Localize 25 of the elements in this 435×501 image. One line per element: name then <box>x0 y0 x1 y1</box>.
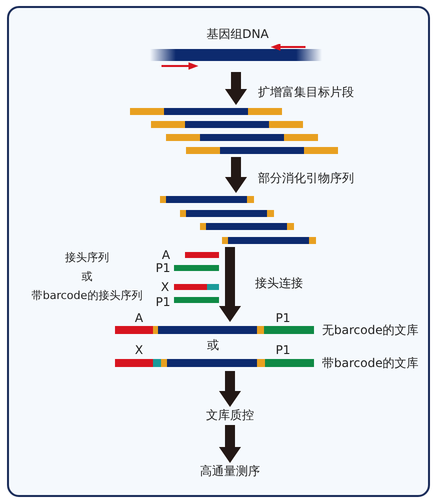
edge-label: 部分消化引物序列 <box>258 170 354 186</box>
adapter-name-label: P1 <box>274 342 292 358</box>
adapter-name-label: P1 <box>154 260 172 276</box>
block-arrow <box>219 247 241 322</box>
adapter-name-label: X <box>160 279 170 295</box>
block-arrow <box>219 371 241 407</box>
edge-label: 扩增富集目标片段 <box>258 84 354 100</box>
adapter-caption: 或 <box>80 269 94 285</box>
block-arrow <box>225 157 247 193</box>
adapter-name-label: X <box>134 342 144 358</box>
adapter-name-label: A <box>134 310 144 326</box>
step-label: 基因组DNA <box>205 26 270 42</box>
block-arrow <box>225 72 247 105</box>
adapter-name-label: P1 <box>154 294 172 310</box>
adapter-caption: 接头序列 <box>64 250 110 266</box>
adapter-caption: 带barcode的接头序列 <box>30 288 144 304</box>
edge-label: 接头连接 <box>255 275 303 291</box>
step-label: 高通量测序 <box>180 463 280 481</box>
adapter-name-label: P1 <box>274 310 292 326</box>
adapter-name-label: A <box>160 247 172 263</box>
adapter-name-label: 或 <box>206 337 220 353</box>
step-label: 文库质控 <box>190 407 270 425</box>
library-label: 无barcode的文库 <box>322 322 419 338</box>
library-label: 带barcode的文库 <box>322 355 419 371</box>
block-arrow <box>219 425 241 463</box>
